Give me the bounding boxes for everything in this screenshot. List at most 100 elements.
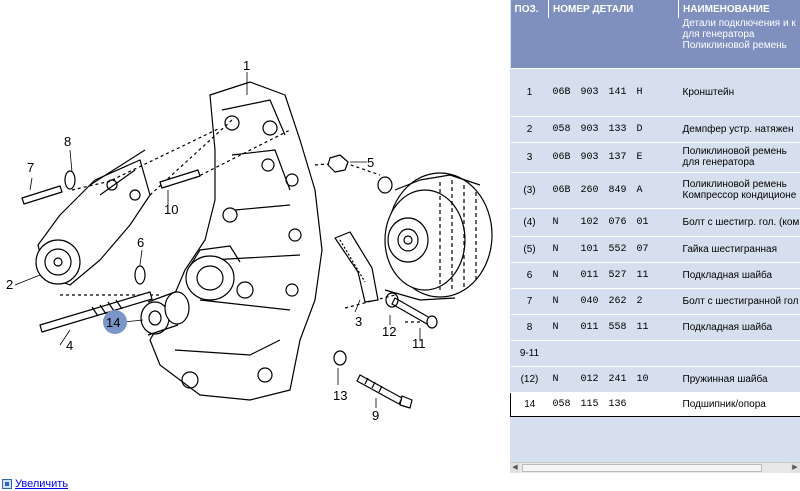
part-number-segment: H bbox=[636, 86, 643, 98]
part-number-segment: N bbox=[552, 269, 559, 281]
part-number-segment: N bbox=[552, 216, 559, 228]
row-part-number: 06B 260 849 A bbox=[548, 172, 679, 209]
part-number-segment: 558 bbox=[608, 321, 627, 333]
row-position: (3) bbox=[510, 172, 549, 209]
row-name-line: Поликлиновой ремень bbox=[682, 179, 787, 190]
row-name-line: Кронштейн bbox=[682, 86, 735, 98]
part-number-segment: 241 bbox=[608, 373, 627, 385]
part-number-segment: 527 bbox=[608, 269, 627, 281]
row-name-line: Демпфер устр. натяжен bbox=[682, 123, 794, 135]
part-number-segment: 011 bbox=[580, 321, 599, 333]
scroll-right-icon[interactable]: ▶ bbox=[790, 463, 800, 473]
callout-2: 2 bbox=[6, 277, 13, 292]
part-number-segment: 2 bbox=[636, 295, 643, 307]
row-name: Болт с шестигр. гол. (ком bbox=[678, 208, 800, 237]
parts-list-panel: ПОЗ. НОМЕР ДЕТАЛИ НАИМЕНОВАНИЕ Детали по… bbox=[510, 0, 800, 462]
part-number-segment: 01 bbox=[636, 216, 649, 228]
row-name-line: Гайка шестигранная bbox=[682, 243, 777, 255]
row-name: Пружинная шайба bbox=[678, 366, 800, 393]
part-number-segment: 11 bbox=[636, 269, 649, 281]
zoom-link[interactable]: Увеличить bbox=[15, 478, 69, 490]
callout-4: 4 bbox=[66, 338, 73, 353]
part-number-segment: 06B bbox=[552, 184, 571, 196]
table-row[interactable]: 9-11смотр bbox=[510, 340, 800, 367]
parts-table: ПОЗ. НОМЕР ДЕТАЛИ НАИМЕНОВАНИЕ Детали по… bbox=[510, 0, 800, 417]
scroll-left-icon[interactable]: ◀ bbox=[510, 463, 520, 473]
part-number-segment: 102 bbox=[580, 216, 599, 228]
zoom-control[interactable]: Увеличить bbox=[2, 477, 68, 491]
row-part-number bbox=[548, 340, 679, 367]
part-number-segment: A bbox=[636, 184, 643, 196]
row-name-line: Подшипник/опора bbox=[682, 398, 766, 410]
column-header-name: НАИМЕНОВАНИЕ bbox=[678, 0, 800, 18]
row-position: 14 bbox=[510, 391, 549, 417]
row-position: 6 bbox=[510, 262, 549, 289]
part-number-segment: N bbox=[552, 373, 559, 385]
row-name: смотр bbox=[678, 340, 800, 367]
belt-outline bbox=[334, 231, 379, 303]
part-number-segment: 849 bbox=[608, 184, 627, 196]
row-position: 2 bbox=[510, 116, 549, 143]
part-number-segment: 058 bbox=[552, 398, 571, 410]
group-header-line: Поликлиновой ремень bbox=[682, 40, 787, 51]
row-name: Подкладная шайба bbox=[678, 314, 800, 341]
group-header-line: Детали подключения и к bbox=[682, 18, 796, 29]
callout-14: 14 bbox=[106, 315, 120, 330]
row-name-line: Компрессор кондиционе bbox=[682, 190, 797, 201]
part-number-segment: D bbox=[636, 123, 643, 135]
row-position: 7 bbox=[510, 288, 549, 315]
scrollbar-thumb[interactable] bbox=[522, 464, 762, 472]
row-name-line: смотр bbox=[683, 348, 800, 359]
row-name-line: Пружинная шайба bbox=[682, 373, 768, 385]
callout-14-highlight bbox=[103, 310, 127, 334]
part-number-segment: 101 bbox=[580, 243, 599, 255]
callout-8: 8 bbox=[64, 134, 71, 149]
row-name-line: Подкладная шайба bbox=[682, 321, 773, 333]
row-name: Подшипник/опора bbox=[678, 391, 800, 417]
part-number-segment: 012 bbox=[580, 373, 599, 385]
part-number-segment: 115 bbox=[580, 398, 599, 410]
part-number-segment: 262 bbox=[608, 295, 627, 307]
part-number-segment: 06B bbox=[552, 151, 571, 163]
row-name: Демпфер устр. натяжен bbox=[678, 116, 800, 143]
part-number-segment: N bbox=[552, 321, 559, 333]
horizontal-scrollbar[interactable]: ◀ ▶ bbox=[510, 462, 800, 473]
part-number-segment: 133 bbox=[608, 123, 627, 135]
part-number-segment: 011 bbox=[580, 269, 599, 281]
column-header-pos: ПОЗ. bbox=[510, 0, 549, 18]
row-name-line: Подкладная шайба bbox=[682, 269, 773, 281]
callout-13: 13 bbox=[333, 388, 347, 403]
part-number-segment: 11 bbox=[636, 321, 649, 333]
row-position: 8 bbox=[510, 314, 549, 341]
callout-6: 6 bbox=[137, 235, 144, 250]
row-name-line: Поликлиновой ремень bbox=[682, 146, 787, 157]
row-name: Кронштейн bbox=[678, 68, 800, 117]
part-number-segment: 058 bbox=[552, 123, 571, 135]
callout-10: 10 bbox=[164, 202, 178, 217]
part-number-segment: 040 bbox=[580, 295, 599, 307]
part-number-segment: 141 bbox=[608, 86, 627, 98]
part-number-segment: 260 bbox=[580, 184, 599, 196]
zoom-icon[interactable] bbox=[2, 479, 12, 489]
callout-9: 9 bbox=[372, 408, 379, 423]
row-part-number: N 011 558 11 bbox=[548, 314, 679, 341]
row-name-line: Болт с шестигранной гол bbox=[682, 295, 799, 307]
